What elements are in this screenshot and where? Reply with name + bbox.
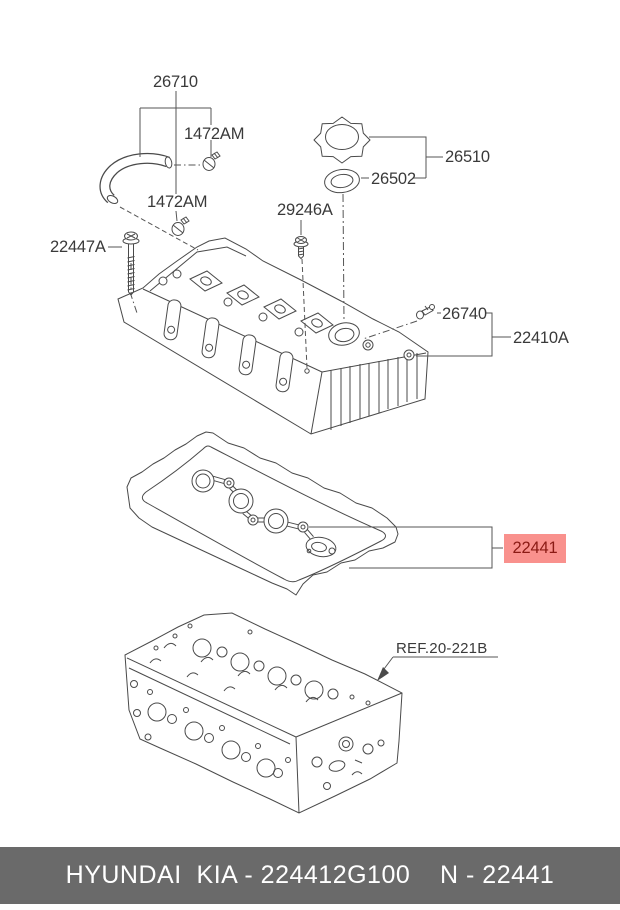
cap-packing-drawing <box>324 168 360 194</box>
oil-cap-drawing <box>313 116 371 164</box>
part-label-26502[interactable]: 26502 <box>371 170 416 188</box>
bolt-29246A-drawing <box>293 236 309 260</box>
bolt-22447A-drawing <box>122 231 140 296</box>
cylinder-head-drawing <box>124 612 403 814</box>
part-label-29246A[interactable]: 29246A <box>277 201 333 219</box>
part-label-26510[interactable]: 26510 <box>445 148 490 166</box>
part-label-26740[interactable]: 26740 <box>442 305 487 323</box>
part-label-1472AM-upper[interactable]: 1472AM <box>184 125 245 143</box>
vent-valve-drawing <box>416 304 435 320</box>
footer-bar: HYUNDAI KIA - 224412G100 N - 22441 <box>0 847 620 904</box>
hose-clamp-upper-drawing <box>202 151 221 171</box>
part-label-ref-20-221B[interactable]: REF.20-221B <box>396 640 488 657</box>
callout-lines <box>108 91 511 681</box>
part-label-22441-highlighted[interactable]: 22441 <box>504 534 566 563</box>
gasket-drawing <box>126 431 399 596</box>
breather-hose-drawing <box>99 152 173 204</box>
part-label-22410A[interactable]: 22410A <box>513 329 569 347</box>
part-label-26710[interactable]: 26710 <box>153 73 198 91</box>
footer-text: HYUNDAI KIA - 224412G100 N - 22441 <box>65 861 555 889</box>
part-label-22447A[interactable]: 22447A <box>50 238 106 256</box>
ref-arrow <box>377 667 389 681</box>
part-label-1472AM-lower[interactable]: 1472AM <box>147 193 208 211</box>
hose-clamp-lower-drawing <box>171 216 190 236</box>
valve-cover-drawing <box>117 237 429 435</box>
